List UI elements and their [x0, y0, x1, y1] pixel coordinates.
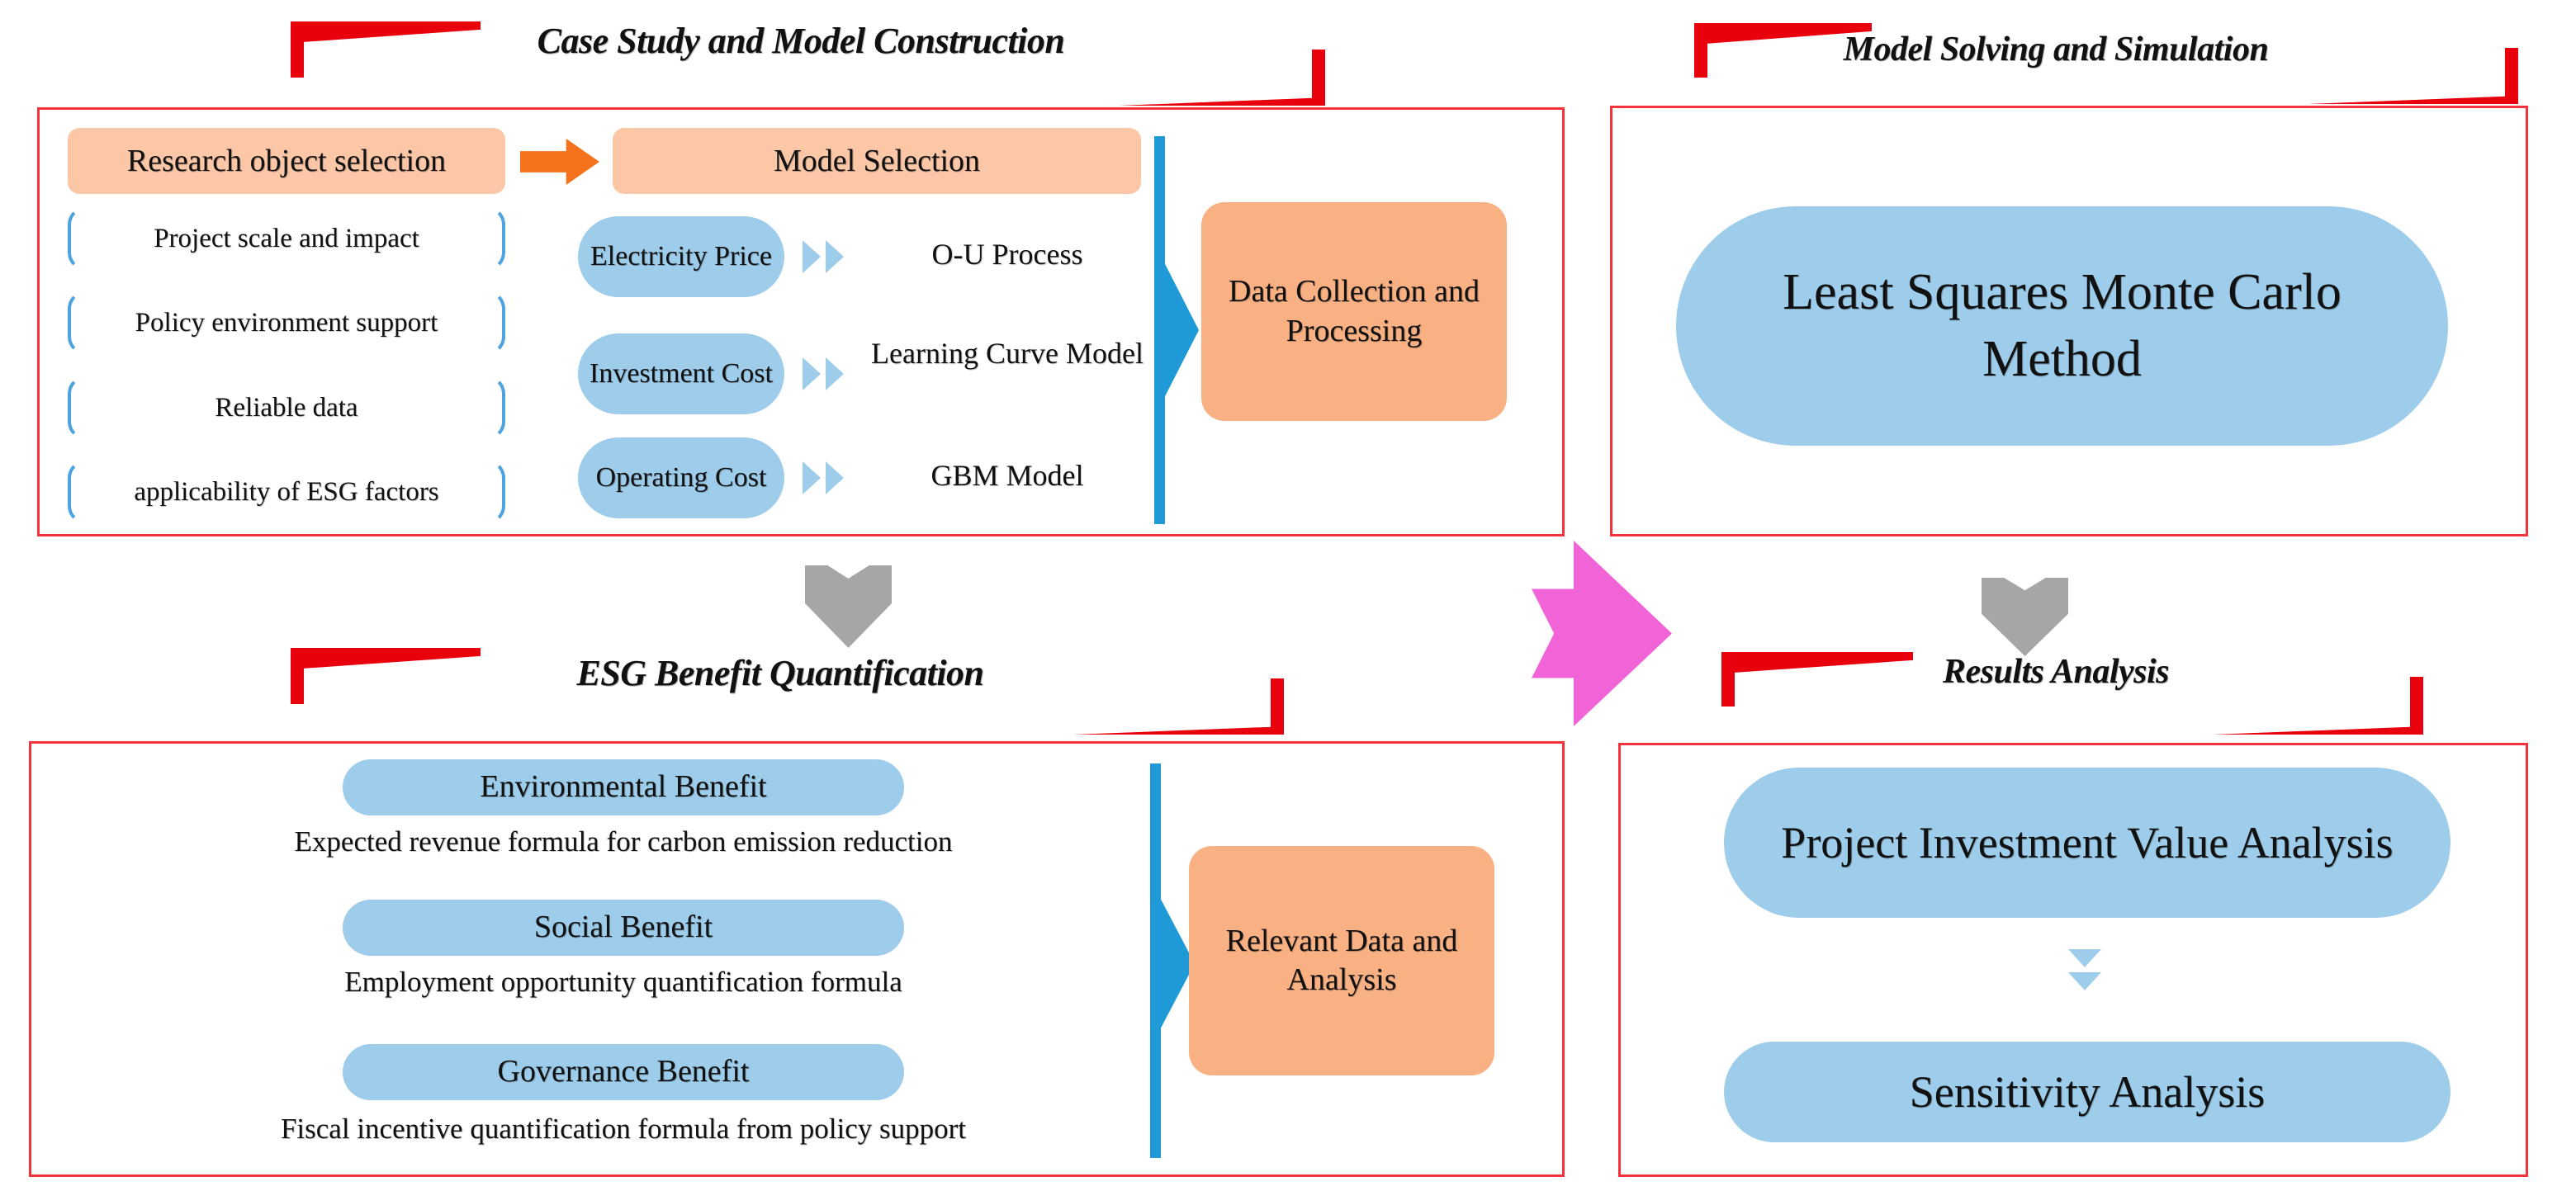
- esg-formula-governance: Fiscal incentive quantification formula …: [280, 1113, 967, 1145]
- model-selection-bar[interactable]: Model Selection: [613, 128, 1141, 194]
- results-bracket-bottom-right: [2213, 677, 2423, 735]
- model-label-0: O-U Process: [931, 238, 1083, 271]
- factor-pill-operating-cost[interactable]: Operating Cost: [578, 437, 784, 518]
- criteria-item-3: applicability of ESG factors: [68, 460, 505, 524]
- results-bracket-top-left: [1721, 652, 1913, 707]
- criteria-item-2: Reliable data: [68, 376, 505, 440]
- model-solving-title: Model Solving and Simulation: [1843, 31, 2269, 69]
- model-solving-bracket-top-left: [1694, 23, 1872, 78]
- esg-bracket-top-left: [291, 648, 481, 704]
- model-solving-bracket-bottom-right: [2308, 48, 2518, 104]
- results-title: Results Analysis: [1942, 653, 2170, 691]
- panel3-divider: [1150, 763, 1161, 1158]
- chevron-down-icon-results: [2068, 949, 2101, 990]
- least-squares-monte-carlo-box[interactable]: Least Squares Monte Carlo Method: [1676, 206, 2448, 446]
- gray-down-arrow-panel1-to-esg: [805, 565, 892, 648]
- esg-bracket-bottom-right: [1073, 678, 1284, 735]
- esg-pill-governance-benefit[interactable]: Governance Benefit: [343, 1044, 904, 1100]
- chevron-right-icon-0: [803, 240, 844, 273]
- esg-formula-social: Employment opportunity quantification fo…: [344, 966, 902, 998]
- project-investment-value-analysis-box[interactable]: Project Investment Value Analysis: [1724, 768, 2451, 918]
- chevron-right-icon-2: [803, 461, 844, 494]
- factor-pill-electricity-price[interactable]: Electricity Price: [578, 216, 784, 297]
- research-object-selection-bar[interactable]: Research object selection: [68, 128, 505, 194]
- esg-pill-environmental-benefit[interactable]: Environmental Benefit: [343, 759, 904, 815]
- model-label-2: GBM Model: [930, 459, 1084, 492]
- panel1-divider: [1154, 136, 1165, 524]
- esg-pill-social-benefit[interactable]: Social Benefit: [343, 900, 904, 956]
- criteria-item-1: Policy environment support: [68, 291, 505, 355]
- esg-formula-environmental: Expected revenue formula for carbon emis…: [294, 825, 953, 858]
- pink-right-arrow-left-to-right: [1532, 541, 1672, 726]
- gray-down-arrow-panel2-to-results: [1982, 578, 2068, 656]
- esg-title: ESG Benefit Quantification: [576, 653, 984, 693]
- data-collection-box[interactable]: Data Collection and Processing: [1201, 202, 1507, 421]
- criteria-item-0: Project scale and impact: [68, 206, 505, 271]
- case-study-bracket-bottom-right: [1119, 50, 1325, 106]
- case-study-bracket-top-left: [291, 21, 481, 78]
- factor-pill-investment-cost[interactable]: Investment Cost: [578, 333, 784, 414]
- chevron-right-icon-1: [803, 357, 844, 390]
- relevant-data-box[interactable]: Relevant Data and Analysis: [1189, 846, 1494, 1075]
- sensitivity-analysis-box[interactable]: Sensitivity Analysis: [1724, 1042, 2451, 1142]
- case-study-title: Case Study and Model Construction: [537, 21, 1065, 61]
- model-label-1: Learning Curve Model: [871, 337, 1144, 370]
